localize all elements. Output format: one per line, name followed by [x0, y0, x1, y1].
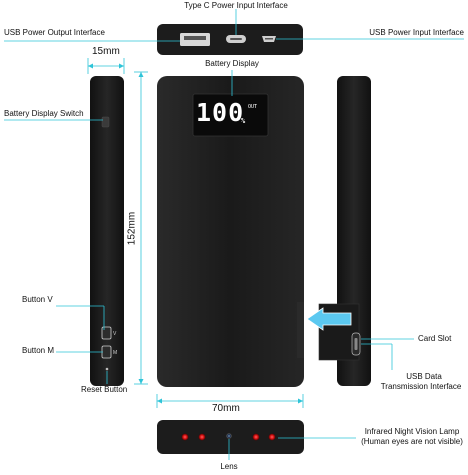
usb-data-label-line1: USB Data: [406, 372, 442, 381]
ir-led-icon: [268, 433, 276, 441]
m-button-icon: [101, 345, 112, 359]
front-view: [157, 76, 304, 387]
ir-led-icon: [252, 433, 260, 441]
battery-percent-sign: %: [241, 117, 246, 125]
battery-percent-readout: 100: [196, 98, 245, 127]
v-button-mark: V: [113, 331, 117, 337]
usb-data-label-line2: Transmission Interface: [380, 382, 462, 391]
ir-led-icon: [181, 433, 189, 441]
display-switch-icon: [101, 116, 110, 128]
ir-lamp-label-line2: (Human eyes are not visible): [361, 437, 463, 446]
out-indicator: OUT: [248, 104, 258, 110]
battery-display-label: Battery Display: [205, 59, 259, 68]
card-slot-label: Card Slot: [418, 334, 452, 343]
button-v-label: Button V: [22, 295, 53, 304]
right-side-view: [306, 76, 371, 386]
button-m-label: Button M: [22, 346, 55, 355]
top-edge-view: [157, 24, 303, 55]
v-button-icon: [101, 326, 112, 340]
height-dimension-label: 152mm: [126, 211, 138, 246]
bottom-edge-view: [157, 420, 304, 454]
width-dimension-label: 70mm: [212, 403, 240, 414]
type-c-input-label: Type C Power Input Interface: [184, 1, 288, 10]
left-side-view: [90, 76, 124, 386]
depth-dimension-label: 15mm: [92, 46, 120, 57]
reset-button-label: Reset Button: [81, 385, 128, 394]
card-insert-arrow-icon: [306, 307, 352, 331]
usb-input-label: USB Power Input Interface: [369, 28, 464, 37]
battery-display-switch-label: Battery Display Switch: [4, 109, 84, 118]
reset-hole-icon: [105, 367, 109, 371]
ir-lamp-label-line1: Infrared Night Vision Lamp: [364, 427, 460, 436]
lcd-screen: [192, 93, 269, 137]
usb-output-label: USB Power Output Interface: [4, 28, 105, 37]
ir-led-icon: [198, 433, 206, 441]
lens-label: Lens: [220, 462, 238, 471]
m-button-mark: M: [113, 350, 118, 356]
